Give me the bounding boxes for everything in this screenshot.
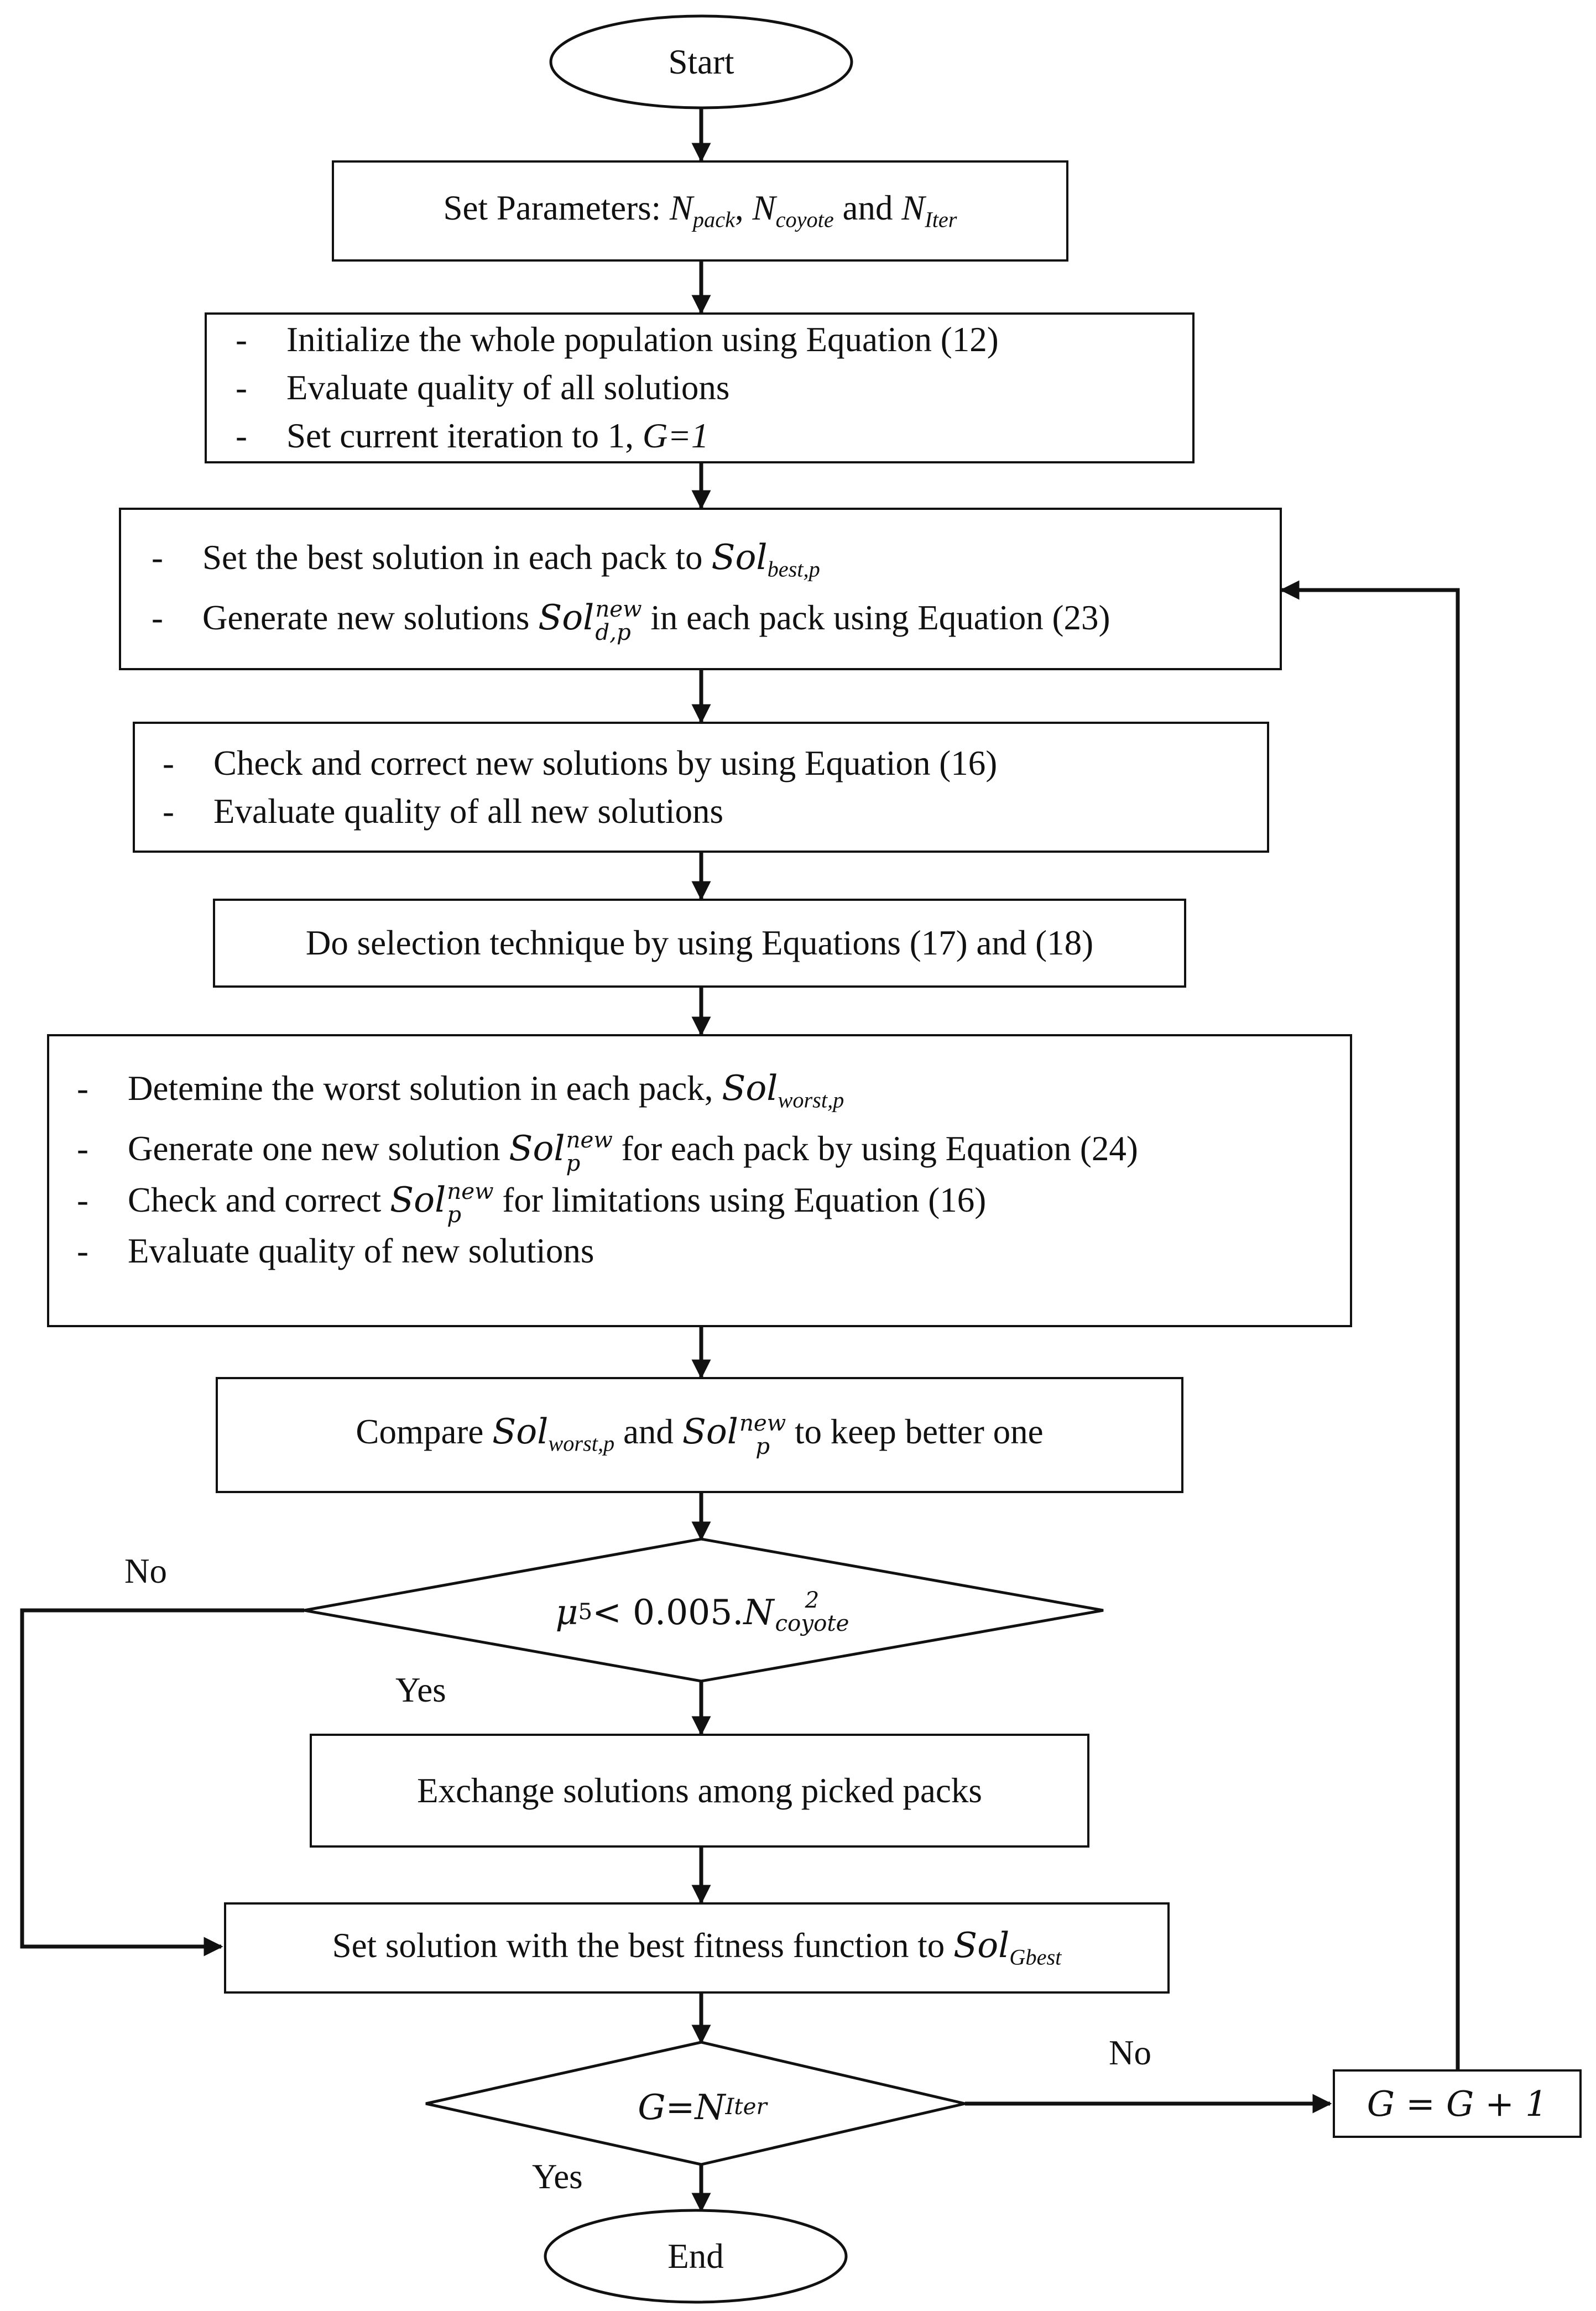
label-no-loop: No [1109, 2033, 1151, 2072]
best-pack-line-1: -Set the best solution in each pack to S… [152, 537, 820, 582]
label-no-bypass: No [124, 1552, 167, 1590]
end-terminal [544, 2209, 848, 2304]
init-line-2: -Evaluate quality of all solutions [236, 368, 730, 407]
start-label: Start [668, 42, 734, 81]
check-line-2: -Evaluate quality of all new solutions [163, 791, 724, 831]
check-line-1: -Check and correct new solutions by usin… [163, 743, 998, 782]
arrow-no-bypass [20, 1608, 304, 1957]
worst-solution-box: -Detemine the worst solution in each pac… [47, 1034, 1352, 1327]
selection-text: Do selection technique by using Equation… [305, 924, 1094, 962]
end-label: End [667, 2236, 724, 2276]
decision-convergence [304, 1537, 1104, 1683]
best-pack-box: -Set the best solution in each pack to S… [119, 508, 1282, 670]
set-parameters-text: Set Parameters: Npack, Ncoyote and NIter [443, 189, 957, 232]
check-correct-box: -Check and correct new solutions by usin… [133, 722, 1269, 853]
set-parameters-box: Set Parameters: Npack, Ncoyote and NIter [332, 160, 1068, 262]
increment-text: G = G + 1 [1366, 2083, 1548, 2124]
label-yes-exchange: Yes [395, 1671, 446, 1709]
arrow-increment-loop-back [1280, 580, 1460, 2069]
decision-iteration [425, 2041, 966, 2166]
worst-line-4: -Evaluate quality of new solutions [77, 1231, 594, 1270]
exchange-text: Exchange solutions among picked packs [417, 1771, 982, 1810]
selection-box: Do selection technique by using Equation… [213, 899, 1186, 988]
global-best-box: Set solution with the best fitness funct… [224, 1902, 1170, 1994]
increment-box: G = G + 1 [1333, 2069, 1582, 2138]
exchange-box: Exchange solutions among picked packs [310, 1734, 1089, 1848]
label-yes-end: Yes [532, 2157, 583, 2196]
start-terminal [549, 14, 853, 109]
init-line-3: -Set current iteration to 1, G=1 [236, 416, 709, 455]
initialization-box: -Initialize the whole population using E… [205, 312, 1195, 463]
init-line-1: -Initialize the whole population using E… [236, 320, 999, 359]
global-best-text: Set solution with the best fitness funct… [332, 1924, 1062, 1970]
worst-line-1: -Detemine the worst solution in each pac… [77, 1068, 844, 1113]
